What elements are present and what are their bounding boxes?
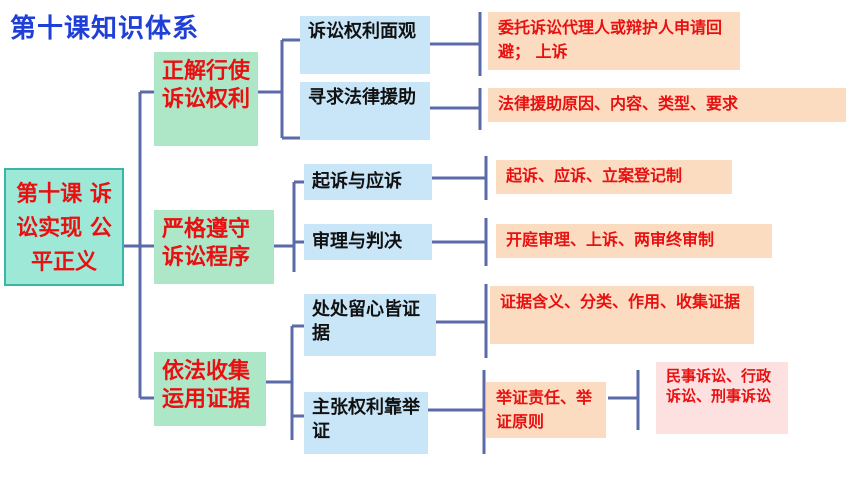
page-title: 第十课知识体系: [10, 14, 200, 44]
detail-litigation-types: 民事诉讼、行政诉讼、刑事诉讼: [656, 362, 788, 434]
detail-legal-aid: 法律援助原因、内容、类型、要求: [488, 88, 846, 122]
topic-burden-of-proof: 主张权利靠举证: [304, 392, 428, 454]
branch-follow-procedure: 严格遵守诉讼程序: [154, 210, 274, 284]
detail-evidence: 证据含义、分类、作用、收集证据: [490, 286, 754, 344]
branch-use-evidence: 依法收集运用证据: [154, 352, 266, 426]
detail-burden: 举证责任、举证原则: [486, 382, 606, 438]
topic-trial-and-judgment: 审理与判决: [304, 224, 432, 260]
topic-litigation-rights: 诉讼权利面观: [300, 16, 430, 74]
detail-filing: 起诉、应诉、立案登记制: [496, 160, 732, 194]
detail-representation-appeal: 委托诉讼代理人或辩护人申请回避； 上诉: [488, 12, 740, 70]
root-node: 第十课 诉讼实现 公平正义: [4, 168, 124, 286]
topic-sue-and-respond: 起诉与应诉: [304, 164, 432, 200]
detail-hearing: 开庭审理、上诉、两审终审制: [496, 224, 772, 258]
topic-legal-aid: 寻求法律援助: [300, 82, 430, 140]
topic-evidence-everywhere: 处处留心皆证据: [304, 294, 436, 356]
branch-exercise-rights: 正解行使诉讼权利: [154, 52, 258, 146]
